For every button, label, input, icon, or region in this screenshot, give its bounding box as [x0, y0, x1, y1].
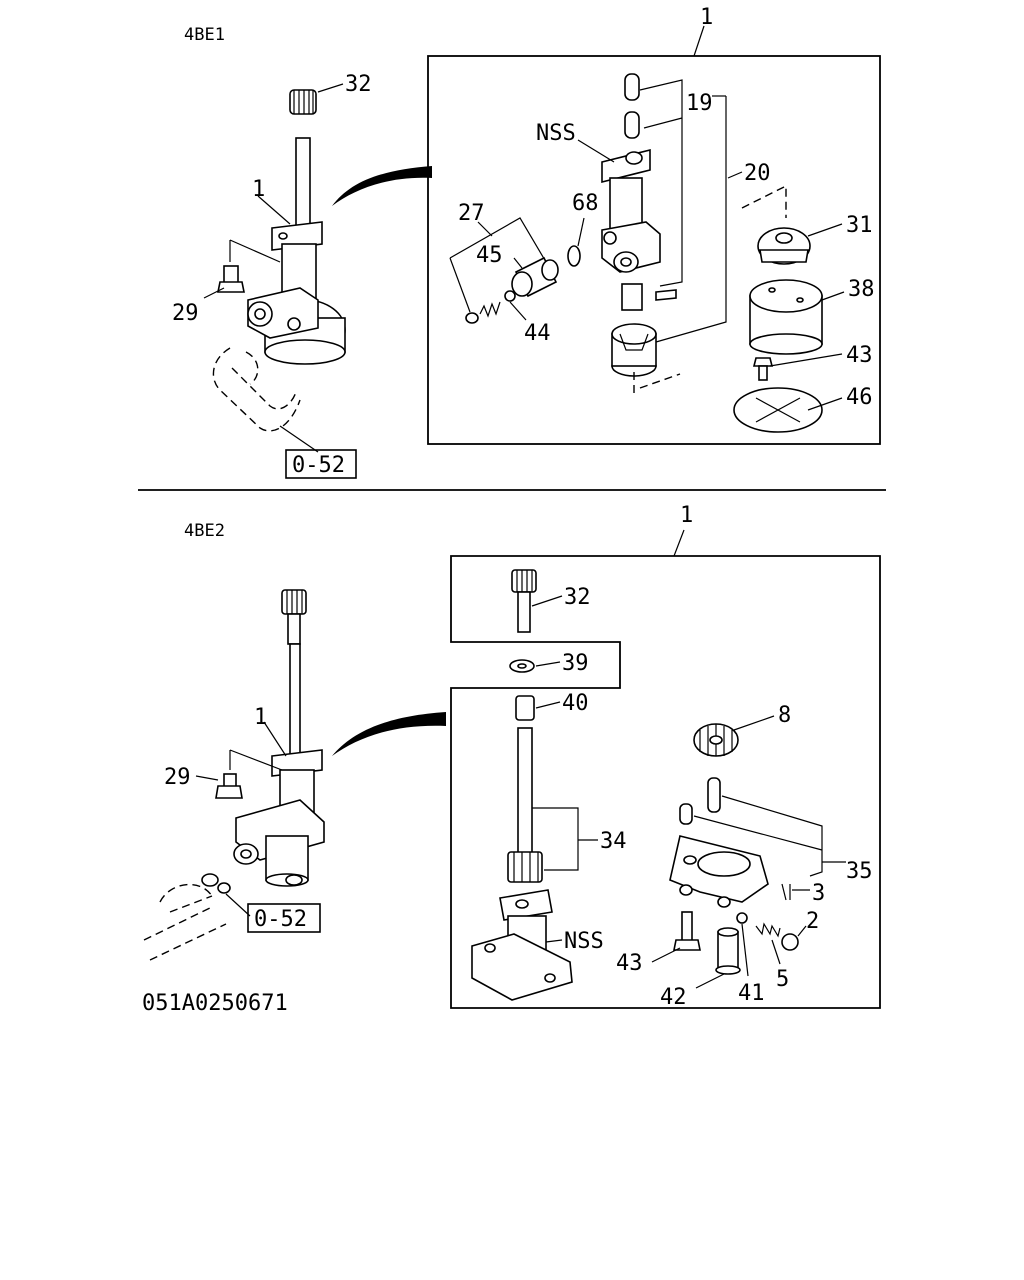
drive-gear-32-bottom: [511, 569, 537, 633]
section-4be1: 4BE1 32 1: [172, 5, 881, 479]
washer-68: [567, 245, 581, 267]
engine-label-4be1: 4BE1: [184, 25, 225, 45]
label-68: 68: [572, 191, 599, 216]
cotter-pin-3: [781, 883, 791, 901]
drawing-number: 051A0250671: [142, 991, 288, 1016]
bolt-29-bottom: [215, 773, 243, 799]
label-1-4be1: 1: [252, 177, 265, 202]
detail-frame-bottom: [450, 555, 881, 1009]
shaft-gear-34: [507, 727, 543, 883]
label-42: 42: [660, 985, 687, 1010]
label-1-4be2: 1: [254, 705, 267, 730]
bolt-43-bottom: [673, 911, 701, 951]
label-46: 46: [846, 385, 873, 410]
label-29-4be2: 29: [164, 765, 191, 790]
pin-35a: [707, 777, 721, 813]
label-40: 40: [562, 691, 589, 716]
label-43-bottom: 43: [616, 951, 643, 976]
callout-1-top: 1: [700, 5, 713, 30]
engine-label-4be2: 4BE2: [184, 521, 225, 541]
label-5: 5: [776, 967, 789, 992]
label-39: 39: [562, 651, 589, 676]
spring-27: [465, 301, 501, 324]
label-8: 8: [778, 703, 791, 728]
label-41: 41: [738, 981, 765, 1006]
label-nss-bottom: NSS: [564, 929, 604, 954]
pins-19: [624, 73, 640, 139]
pump-body-nss-top: [601, 148, 661, 273]
bolt-43-top: [752, 357, 774, 381]
detail-frame-top: [427, 55, 881, 445]
ball-44: [504, 290, 516, 302]
gear-8: [693, 723, 739, 757]
label-38: 38: [848, 277, 875, 302]
bolt-29: [217, 265, 245, 293]
bushing-40: [515, 695, 535, 721]
oil-pump-assembly-4be2: [233, 589, 325, 887]
plug-2: [781, 933, 799, 951]
detail-arrow-bottom: [332, 712, 446, 756]
oil-pump-assembly-4be1: [247, 137, 346, 365]
cover-31: [757, 227, 811, 265]
label-29-4be1: 29: [172, 301, 199, 326]
screen-46: [733, 387, 823, 433]
ref-box-0-52-bottom-text: 0-52: [254, 907, 307, 932]
label-43-top: 43: [846, 343, 873, 368]
sleeve-42: [715, 927, 741, 975]
ref-box-0-52-bottom: [247, 903, 321, 933]
label-3: 3: [812, 881, 825, 906]
detail-arrow-top: [332, 166, 432, 206]
label-27: 27: [458, 201, 485, 226]
pump-body-nss-bottom: [471, 889, 573, 1001]
plunger-45: [511, 256, 559, 298]
label-32-bottom: 32: [564, 585, 591, 610]
section-4be2: 4BE2 1 29: [142, 503, 881, 1016]
label-nss-top: NSS: [536, 121, 576, 146]
label-32: 32: [345, 72, 372, 97]
housing-38: [749, 279, 823, 355]
ref-box-0-52-top: [285, 449, 357, 479]
callout-1-bottom: 1: [680, 503, 693, 528]
label-35: 35: [846, 859, 873, 884]
rotor-cup-top: [611, 323, 657, 377]
label-34: 34: [600, 829, 627, 854]
ball-41: [736, 912, 748, 924]
label-31: 31: [846, 213, 873, 238]
label-19: 19: [686, 91, 713, 116]
pin-35b: [679, 803, 693, 825]
drive-gear-32: [289, 89, 317, 115]
label-45: 45: [476, 243, 503, 268]
pump-cover-bottom: [669, 835, 769, 908]
spring-5: [755, 922, 781, 938]
ref-box-0-52-top-text: 0-52: [292, 453, 345, 478]
label-2: 2: [806, 909, 819, 934]
label-20: 20: [744, 161, 771, 186]
label-44: 44: [524, 321, 551, 346]
